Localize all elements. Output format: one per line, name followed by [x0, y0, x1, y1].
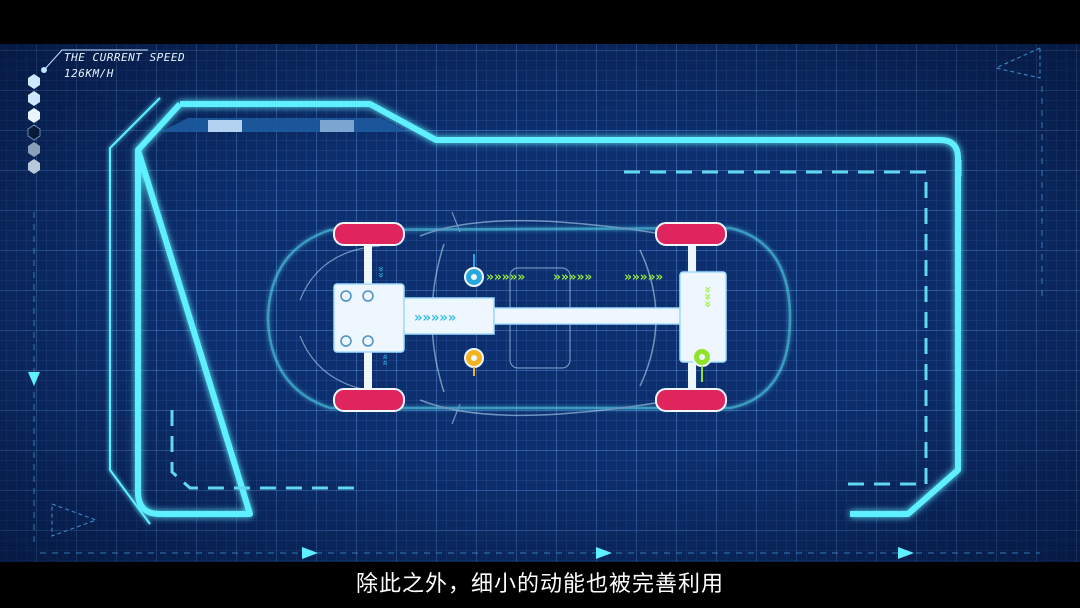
video-subtitle: 除此之外，细小的动能也被完善利用	[355, 572, 724, 597]
svg-text:»»»»»: »»»»»	[553, 270, 592, 285]
svg-text:»»»»»: »»»»»	[624, 270, 663, 285]
hexagon-indicator-icon	[27, 74, 41, 174]
triangle-marker-icon	[28, 372, 40, 386]
front-differential	[333, 283, 405, 353]
svg-text:»»»: »»»	[701, 286, 715, 308]
location-pin-icon	[464, 254, 484, 287]
svg-text:»»: »»	[375, 266, 386, 278]
svg-text:»»»»»: »»»»»	[486, 270, 525, 285]
rear-left-tire	[655, 222, 727, 246]
rear-right-tire	[655, 388, 727, 412]
chevron-arrow-icon: »»»»»	[414, 310, 456, 326]
speed-title: THE CURRENT SPEED	[64, 51, 186, 64]
drivetrain	[333, 271, 727, 363]
triangle-marker-icon	[302, 547, 318, 559]
svg-text:»»: »»	[380, 354, 391, 366]
front-left-tire	[333, 222, 405, 246]
chevron-arrow-icon: »»»»» »»»»» »»»»»	[486, 270, 663, 285]
front-right-tire	[333, 388, 405, 412]
chevron-arrow-icon: »»»	[701, 286, 715, 308]
triangle-marker-icon	[898, 547, 914, 559]
chevron-arrow-icon: »» »»	[375, 266, 391, 366]
triangle-marker-icon	[596, 547, 612, 559]
svg-text:»»»»»: »»»»»	[414, 310, 456, 326]
location-pin-icon	[464, 348, 484, 376]
speed-value: 126KM/H	[64, 67, 114, 80]
location-pin-icon	[692, 347, 712, 382]
speed-indicator	[41, 49, 148, 73]
